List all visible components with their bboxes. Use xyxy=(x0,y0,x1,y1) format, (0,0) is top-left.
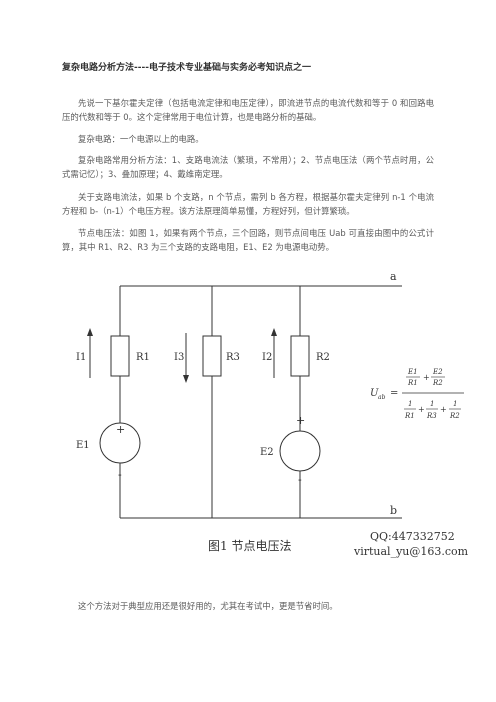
formula-plus: + xyxy=(423,373,430,382)
minus-sign: - xyxy=(298,473,302,486)
arrow-down-icon xyxy=(183,375,189,383)
minus-sign: - xyxy=(118,468,122,481)
node-a-label: a xyxy=(390,270,397,283)
paragraph-branch-current: 关于支路电流法，如果 b 个支路，n 个节点，需列 b 各方程，根据基尔霍夫定律… xyxy=(62,190,434,218)
formula-equals: = xyxy=(390,388,398,399)
circuit-figure: a b + - I1 R1 E1 I3 R3 + - I2 R2 xyxy=(76,270,469,558)
figure-caption: 图1 节点电压法 xyxy=(208,539,291,553)
formula-lhs: U xyxy=(370,388,379,399)
paragraph-text: 复杂电路常用分析方法：1、支路电流法（繁琐，不常用）；2、节点电压法（两个节点时… xyxy=(62,155,434,179)
contact-email: virtual_yu@163.com xyxy=(353,545,469,558)
formula-one: 1 xyxy=(430,400,434,408)
formula-r2: R2 xyxy=(432,379,443,387)
label-i1: I1 xyxy=(76,352,86,363)
label-r1: R1 xyxy=(136,352,150,363)
branch-1: + - I1 R1 E1 xyxy=(76,286,150,518)
formula-plus: + xyxy=(418,405,425,414)
paragraph-complex-circuit: 复杂电路：一个电源以上的电路。 xyxy=(62,132,434,146)
plus-sign: + xyxy=(116,423,125,436)
arrow-up-icon xyxy=(87,328,93,336)
formula-one: 1 xyxy=(453,400,457,408)
paragraph-kirchhoff: 先说一下基尔霍夫定律（包括电流定律和电压定律），即流进节点的电流代数和等于 0 … xyxy=(62,96,434,124)
contact-qq: QQ:447332752 xyxy=(370,530,455,543)
resistor-r2 xyxy=(290,335,310,377)
formula-r2: R2 xyxy=(449,412,460,420)
branch-3: I3 R3 xyxy=(174,286,240,518)
label-r3: R3 xyxy=(226,352,240,363)
node-b-label: b xyxy=(390,504,397,517)
paragraph-node-voltage: 节点电压法：如图 1，如果有两个节点，三个回路，则节点间电压 Uab 可直接由图… xyxy=(62,226,434,254)
formula-r1: R1 xyxy=(404,412,415,420)
source-e2 xyxy=(279,430,321,472)
formula-plus: + xyxy=(440,405,447,414)
arrow-up-icon xyxy=(271,328,277,336)
label-i3: I3 xyxy=(174,352,184,363)
paragraph-text: 先说一下基尔霍夫定律（包括电流定律和电压定律），即流进节点的电流代数和等于 0 … xyxy=(62,98,434,122)
formula-one: 1 xyxy=(408,400,412,408)
label-i2: I2 xyxy=(262,352,272,363)
paragraph-methods: 复杂电路常用分析方法：1、支路电流法（繁琐，不常用）；2、节点电压法（两个节点时… xyxy=(62,153,434,181)
paragraph-text: 复杂电路：一个电源以上的电路。 xyxy=(78,134,204,144)
label-e1: E1 xyxy=(76,440,90,451)
paragraph-text: 节点电压法：如图 1，如果有两个节点，三个回路，则节点间电压 Uab 可直接由图… xyxy=(62,228,434,252)
paragraph-text: 关于支路电流法，如果 b 个支路，n 个节点，需列 b 各方程，根据基尔霍夫定律… xyxy=(62,192,434,216)
label-r2: R2 xyxy=(316,352,330,363)
document-title: 复杂电路分析方法----电子技术专业基础与实务必考知识点之一 xyxy=(62,63,311,73)
branch-2: + - I2 R2 E2 xyxy=(260,286,330,518)
formula-e1: E1 xyxy=(407,368,418,376)
formula-r1: R1 xyxy=(407,379,418,387)
resistor-r3 xyxy=(202,335,222,377)
resistor-r1 xyxy=(110,335,130,377)
closing-paragraph: 这个方法对于典型应用还是很好用的，尤其在考试中，更是节省时间。 xyxy=(78,601,338,611)
formula-lhs-sub: ab xyxy=(378,394,386,401)
node-voltage-formula: U ab = E1 R1 + E2 R2 1 R1 + 1 R3 + 1 R2 xyxy=(370,368,464,420)
label-e2: E2 xyxy=(260,447,274,458)
formula-e2: E2 xyxy=(432,368,443,376)
plus-sign: + xyxy=(296,414,305,427)
formula-r3: R3 xyxy=(426,412,437,420)
